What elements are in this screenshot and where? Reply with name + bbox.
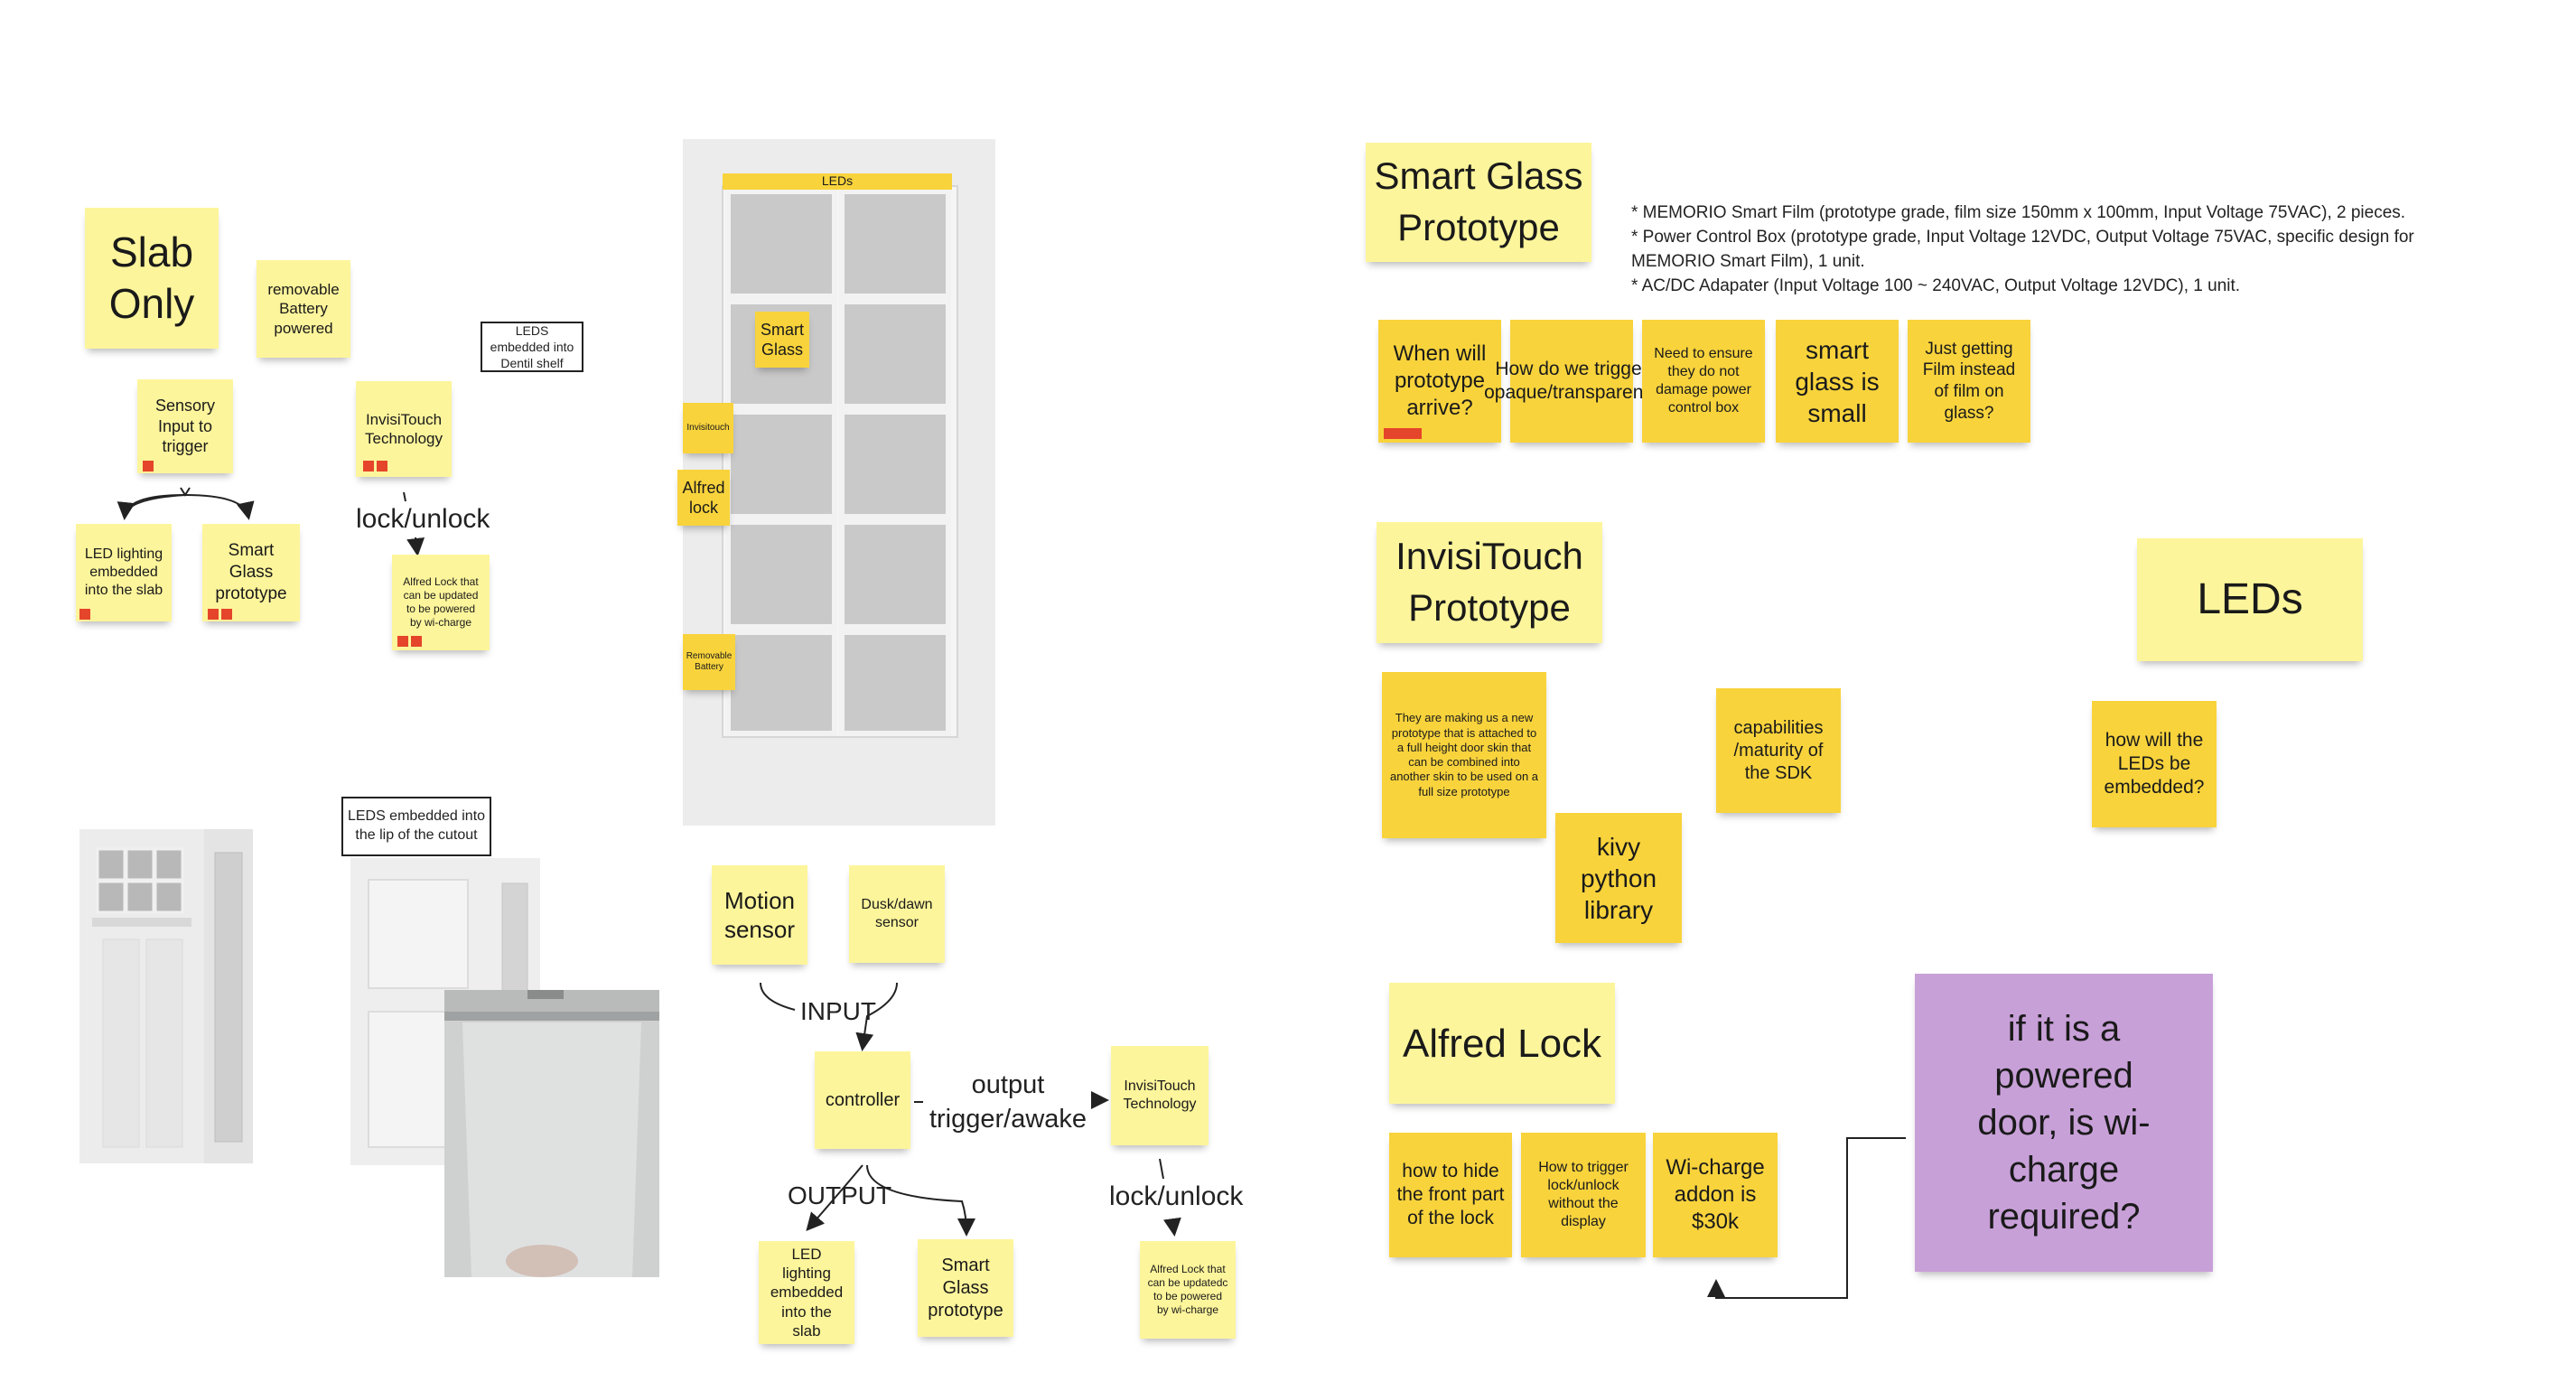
sticky-when-prototype[interactable]: When will prototype arrive? [1378,320,1501,443]
sticky-text: LEDs [821,173,854,189]
sticky-text: InvisiTouch Technology [364,410,443,447]
sticky-text: Alfred Lock that can be updated to be po… [403,575,479,629]
sticky-door-invisitouch[interactable]: Invisitouch [683,403,733,453]
sticky-controller[interactable]: controller [815,1051,910,1149]
sticky-text: how will the LEDs be embedded? [2104,729,2205,798]
text-output-trigger: output trigger/awake [927,1068,1089,1136]
sticky-text: Smart Glass prototype [215,541,287,603]
craftsman-door-image [79,829,253,1163]
label-text: LEDS embedded into Dentil shelf [490,322,574,371]
sticky-text: how to hide the front part of the lock [1396,1160,1505,1229]
sticky-text: When will prototype arrive? [1393,341,1487,420]
sticky-hide-front-lock[interactable]: how to hide the front part of the lock [1389,1133,1512,1257]
sticky-smart-glass-title[interactable]: Smart Glass Prototype [1366,143,1591,262]
sticky-invisitouch-title[interactable]: InvisiTouch Prototype [1377,522,1602,643]
sticky-text: Smart Glass [760,320,804,359]
sticky-text: Smart Glass Prototype [1374,154,1583,248]
sticky-sensory-input[interactable]: Sensory Input to trigger [137,379,233,473]
sticky-led-lighting[interactable]: LED lighting embedded into the slab [76,524,172,621]
sticky-text: Slab Only [108,228,195,328]
sticky-invisitouch-new-prototype[interactable]: They are making us a new prototype that … [1382,672,1546,838]
door-drawing [683,139,995,826]
sticky-door-alfred-lock[interactable]: Alfred lock [677,470,730,526]
sticky-text: Alfred lock [682,478,725,518]
sticky-flow-led-lighting[interactable]: LED lighting embedded into the slab [759,1241,854,1344]
sticky-text: How to trigger lock/unlock without the d… [1538,1160,1629,1229]
sticky-text: Dusk/dawn sensor [861,897,933,930]
sticky-smart-glass-small[interactable]: smart glass is small [1776,320,1899,443]
sticky-text: Invisitouch [686,422,730,433]
sticky-dusk-dawn-sensor[interactable]: Dusk/dawn sensor [849,865,945,963]
sticky-kivy-library[interactable]: kivy python library [1555,813,1682,943]
sticky-text: They are making us a new prototype that … [1389,711,1539,798]
sticky-removable-battery[interactable]: removable Battery powered [257,260,350,358]
door-image [683,139,995,826]
sticky-text: Need to ensure they do not damage power … [1654,346,1753,415]
tag-red [208,609,232,620]
sticky-flow-alfred-lock[interactable]: Alfred Lock that can be updatedc to be p… [1140,1241,1236,1339]
sticky-text: Alfred Lock [1402,1021,1602,1066]
sticky-leds-title[interactable]: LEDs [2137,538,2363,661]
sticky-alfred-lock-title[interactable]: Alfred Lock [1389,983,1615,1104]
sticky-text: smart glass is small [1795,335,1880,427]
sticky-text: LED lighting embedded into the slab [770,1245,844,1340]
sticky-text: How do we trigger opaque/transparent? [1484,358,1659,403]
sticky-how-leds-embedded[interactable]: how will the LEDs be embedded? [2092,701,2217,827]
sticky-flow-smart-glass[interactable]: Smart Glass prototype [918,1239,1013,1337]
text-lock-unlock: lock/unlock [356,504,490,534]
sticky-text: Alfred Lock that can be updatedc to be p… [1147,1263,1228,1316]
craftsman-door-drawing [79,829,253,1163]
tag-red [143,461,154,471]
spec-line: * AC/DC Adapater (Input Voltage 100 ~ 24… [1631,276,2241,295]
sticky-film-instead[interactable]: Just getting Film instead of film on gla… [1908,320,2030,443]
sticky-text: Smart Glass prototype [928,1255,1003,1321]
sticky-text: Wi-charge addon is $30k [1666,1155,1765,1234]
sticky-text: LEDs [2197,575,2303,623]
sticky-text: InvisiTouch Prototype [1395,535,1583,629]
tag-red [363,461,387,471]
sticky-text: Sensory Input to trigger [154,397,216,456]
cutout-photo [444,990,659,1277]
sticky-text: if it is a powered door, is wi-charge re… [1977,1009,2151,1237]
text-output: OUTPUT [788,1181,892,1209]
sticky-flow-invisitouch[interactable]: InvisiTouch Technology [1111,1046,1209,1145]
sticky-text: Removable Battery [686,650,733,673]
sticky-text: controller [825,1089,901,1110]
sticky-slab-only[interactable]: Slab Only [85,208,219,349]
sticky-text: capabilities /maturity of the SDK [1733,717,1824,783]
label-leds-lip[interactable]: LEDS embedded into the lip of the cutout [341,797,491,856]
sticky-text: LED lighting embedded into the slab [84,546,163,598]
sticky-motion-sensor[interactable]: Motion sensor [712,865,807,965]
spec-line: * Power Control Box (prototype grade, In… [1631,228,2414,271]
tag-red [397,636,422,647]
sticky-smart-glass-prototype[interactable]: Smart Glass prototype [202,524,300,621]
sticky-text: removable Battery powered [267,281,340,337]
sticky-text: InvisiTouch Technology [1123,1078,1197,1112]
text-input: INPUT [800,997,876,1025]
sticky-how-trigger-opaque[interactable]: How do we trigger opaque/transparent? [1484,320,1659,443]
sticky-text: kivy python library [1580,832,1657,924]
sticky-alfred-lock-wicharge[interactable]: Alfred Lock that can be updated to be po… [392,555,490,650]
cutout-photo-drawing [444,990,659,1277]
sticky-ensure-no-damage[interactable]: Need to ensure they do not damage power … [1642,320,1765,443]
sticky-wicharge-cost[interactable]: Wi-charge addon is $30k [1653,1133,1778,1257]
tag-red [79,609,90,620]
sticky-powered-door-question[interactable]: if it is a powered door, is wi-charge re… [1915,974,2213,1272]
text-flow-lock-unlock: lock/unlock [1109,1181,1244,1211]
sticky-door-smart-glass[interactable]: Smart Glass [755,312,809,368]
smart-glass-spec-text: * MEMORIO Smart Film (prototype grade, f… [1631,201,2498,298]
tag-red [1384,428,1422,439]
sticky-text: Motion sensor [723,886,796,944]
sticky-capabilities-sdk[interactable]: capabilities /maturity of the SDK [1716,688,1841,813]
bar-leds[interactable]: LEDs [723,173,952,190]
label-leds-dentil[interactable]: LEDS embedded into Dentil shelf [481,322,583,372]
sticky-door-removable-battery[interactable]: Removable Battery [683,634,735,690]
label-text: LEDS embedded into the lip of the cutout [347,808,486,843]
sticky-trigger-without-display[interactable]: How to trigger lock/unlock without the d… [1521,1133,1646,1257]
sticky-text: Just getting Film instead of film on gla… [1922,339,2016,423]
spec-line: * MEMORIO Smart Film (prototype grade, f… [1631,203,2406,222]
text-output-trigger-value: output trigger/awake [929,1070,1087,1134]
